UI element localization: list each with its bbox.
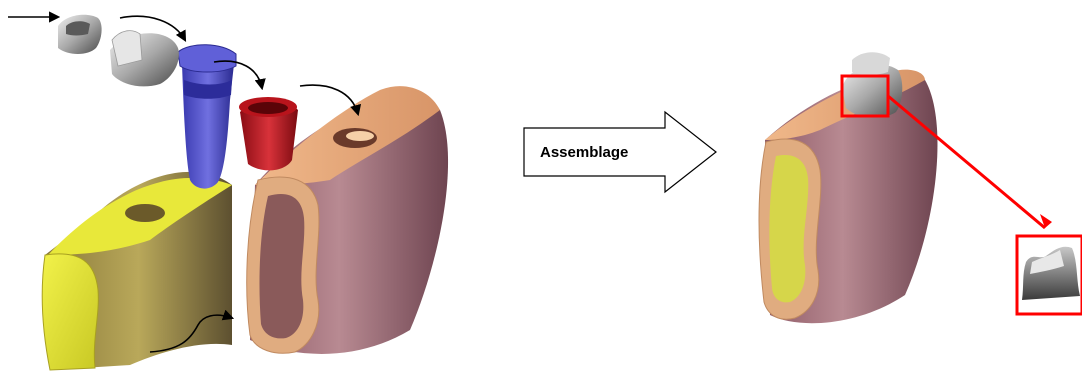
crown-cap [110, 31, 179, 87]
bone-socket [125, 204, 165, 222]
action-arrow-label: Assemblage [540, 144, 628, 161]
crown-piece [58, 15, 102, 54]
assembled-model [759, 52, 937, 323]
core-insert [239, 97, 298, 170]
block-arrow: Assemblage [524, 112, 716, 192]
abutment-post [178, 45, 236, 189]
bone-segment [42, 172, 232, 370]
